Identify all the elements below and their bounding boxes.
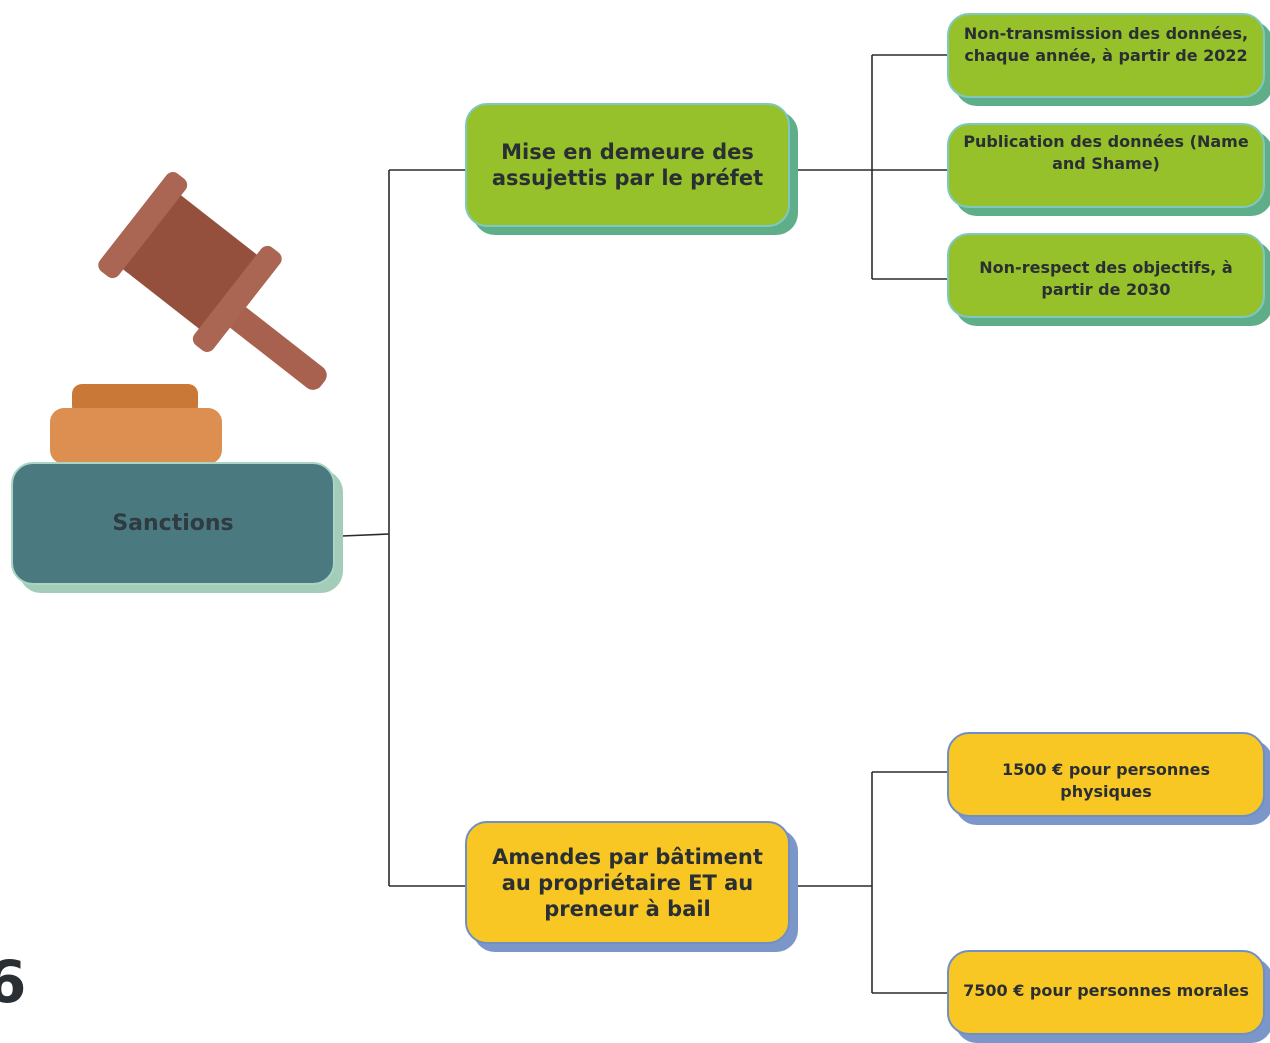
leaf-node-4: 1500 € pour personnes physiques	[947, 732, 1270, 825]
leaf-node-5-label: 7500 € pour personnes morales	[947, 950, 1265, 1035]
leaf-node-1: Non-transmission des données, chaque ann…	[947, 13, 1270, 106]
leaf-node-1-label: Non-transmission des données, chaque ann…	[947, 13, 1265, 98]
stray-character: 6	[0, 948, 27, 1016]
leaf-node-3: Non-respect des objectifs, à partir de 2…	[947, 233, 1270, 326]
branch-node-2: Amendes par bâtiment au propriétaire ET …	[465, 821, 798, 952]
leaf-node-4-label: 1500 € pour personnes physiques	[947, 732, 1265, 817]
branch-node-1: Mise en demeure des assujettis par le pr…	[465, 103, 798, 235]
branch-node-1-label: Mise en demeure des assujettis par le pr…	[465, 103, 790, 227]
connector-root	[341, 533, 390, 537]
leaf-node-3-label: Non-respect des objectifs, à partir de 2…	[947, 233, 1265, 318]
leaf-node-2-label: Publication des données (Name and Shame)	[947, 123, 1265, 208]
leaf-node-2: Publication des données (Name and Shame)	[947, 123, 1270, 216]
root-node: Sanctions	[11, 462, 343, 593]
gavel-icon	[50, 172, 327, 464]
leaf-node-5: 7500 € pour personnes morales	[947, 950, 1270, 1043]
root-node-label: Sanctions	[11, 462, 335, 585]
branch-node-2-label: Amendes par bâtiment au propriétaire ET …	[465, 821, 790, 944]
